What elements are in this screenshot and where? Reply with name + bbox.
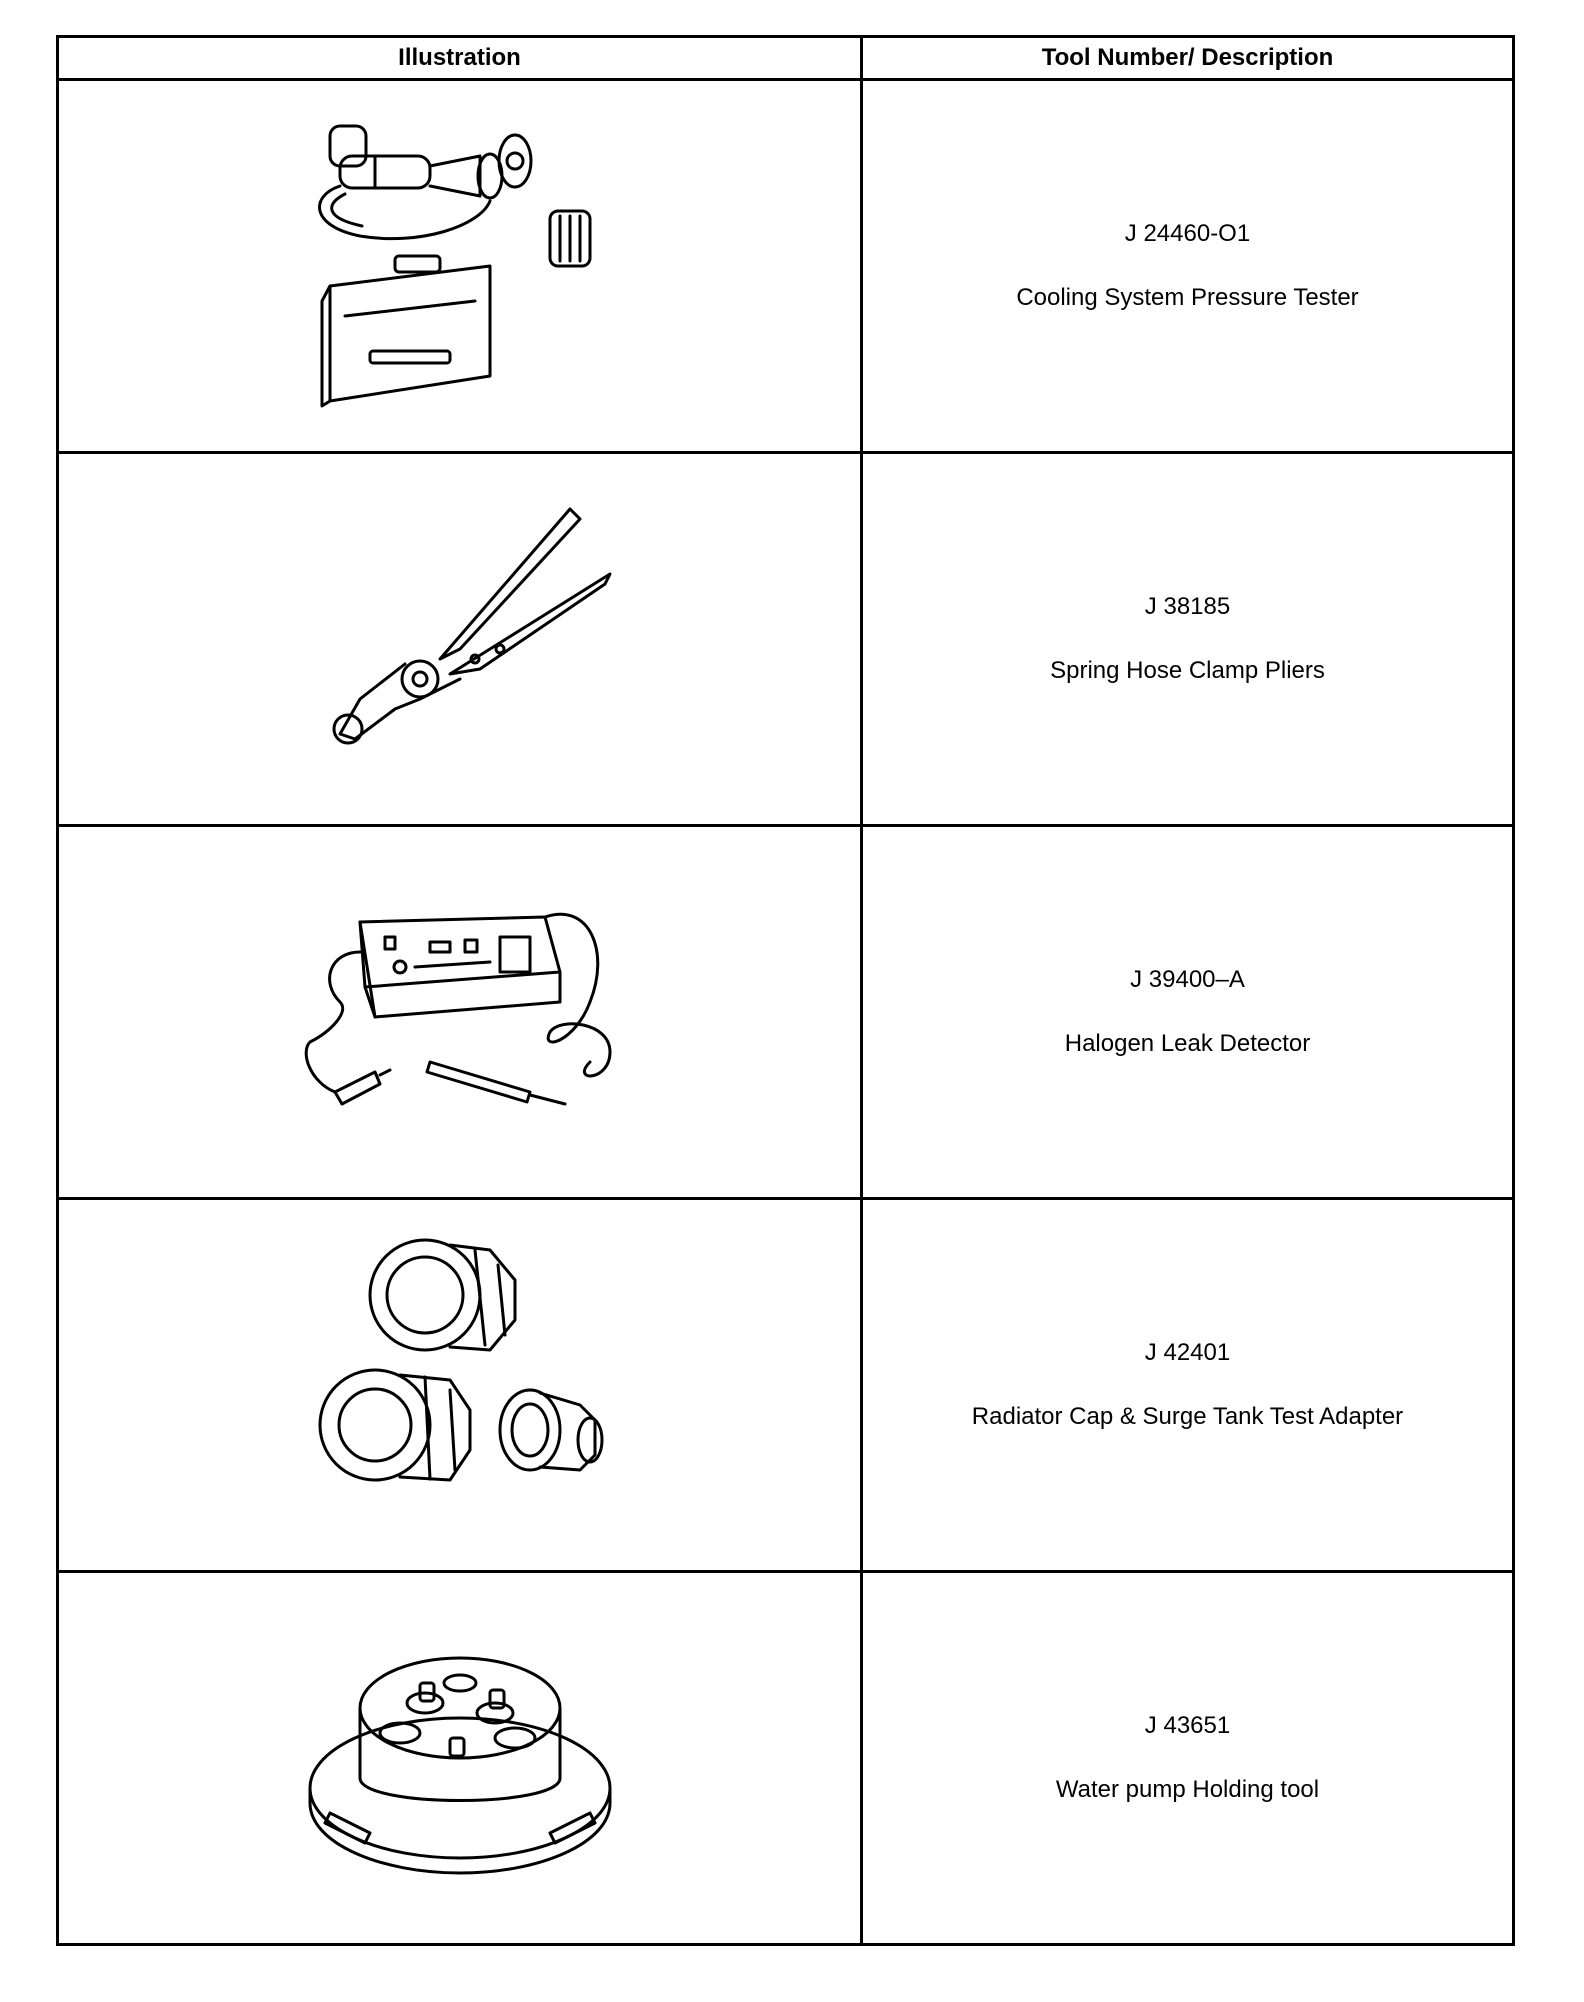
description-cell: J 24460-O1 Cooling System Pressure Teste…	[860, 78, 1515, 454]
description-cell: J 43651 Water pump Holding tool	[860, 1570, 1515, 1946]
table-row: J 39400–A Halogen Leak Detector	[56, 824, 1515, 1200]
table-row: J 42401 Radiator Cap & Surge Tank Test A…	[56, 1197, 1515, 1573]
table-row: J 43651 Water pump Holding tool	[56, 1570, 1515, 1946]
table-row: J 38185 Spring Hose Clamp Pliers	[56, 451, 1515, 827]
hose-clamp-pliers-icon	[332, 507, 611, 745]
tool-name: Water pump Holding tool	[1055, 1776, 1320, 1803]
illustration-cell	[56, 1570, 863, 1946]
tool-number: J 24460-O1	[1124, 220, 1251, 247]
tool-number: J 38185	[1144, 593, 1231, 620]
leak-detector-icon	[304, 912, 611, 1106]
tool-number: J 42401	[1144, 1339, 1231, 1366]
illustration-cell	[56, 451, 863, 827]
header-row: Illustration Tool Number/ Description	[56, 35, 1515, 81]
water-pump-holder-icon	[308, 1656, 611, 1875]
table-row: J 24460-O1 Cooling System Pressure Teste…	[56, 78, 1515, 454]
description-cell: J 42401 Radiator Cap & Surge Tank Test A…	[860, 1197, 1515, 1573]
illustration-cell	[56, 824, 863, 1200]
tool-number: J 39400–A	[1130, 966, 1245, 993]
tool-name: Cooling System Pressure Tester	[1016, 284, 1359, 311]
test-adapter-icon	[318, 1238, 603, 1482]
tool-name: Radiator Cap & Surge Tank Test Adapter	[971, 1403, 1404, 1430]
illustration-cell	[56, 78, 863, 454]
tool-number: J 43651	[1144, 1712, 1231, 1739]
pressure-tester-icon	[317, 124, 591, 408]
tool-table: Illustration Tool Number/ Description	[56, 35, 1515, 1946]
description-cell: J 38185 Spring Hose Clamp Pliers	[860, 451, 1515, 827]
tool-name: Halogen Leak Detector	[1064, 1030, 1311, 1057]
header-description: Tool Number/ Description	[860, 35, 1515, 81]
header-illustration: Illustration	[56, 35, 863, 81]
description-cell: J 39400–A Halogen Leak Detector	[860, 824, 1515, 1200]
illustration-cell	[56, 1197, 863, 1573]
tool-name: Spring Hose Clamp Pliers	[1050, 657, 1325, 684]
